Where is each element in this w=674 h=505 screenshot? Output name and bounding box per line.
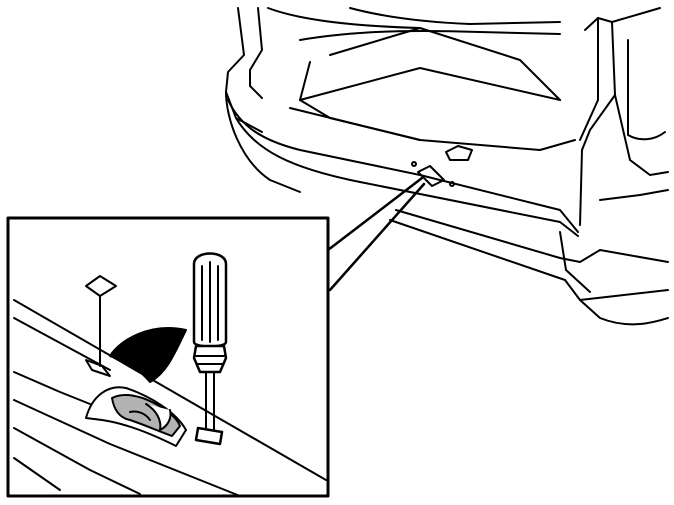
detail-inset — [6, 216, 330, 498]
bumper-upper — [225, 91, 301, 193]
screwdriver — [192, 252, 228, 431]
bumper-bottom-edge — [579, 289, 669, 301]
cargo-ceiling — [299, 29, 561, 41]
curved-arrow — [109, 327, 187, 383]
right-pillar-inner — [579, 17, 599, 141]
screwdriver-slot — [194, 426, 224, 446]
hand-grip-detail — [145, 403, 172, 431]
cover-hole-left — [85, 359, 111, 377]
cargo-floor-back — [299, 67, 561, 101]
handle-recess — [445, 145, 473, 161]
inset-sill-edge-2 — [13, 317, 111, 371]
vehicle-rear — [225, 7, 669, 326]
sill-cover-tab — [417, 165, 445, 187]
screwdriver-ferrule — [192, 344, 228, 374]
inset-sill-edge — [13, 299, 327, 481]
release-pointer-head — [85, 275, 117, 297]
right-body-side — [614, 94, 669, 176]
cargo-floor-front — [289, 107, 576, 151]
right-body-lower — [599, 189, 669, 201]
sill-top — [227, 99, 579, 233]
inset-sill-lower-2 — [13, 399, 241, 497]
screwdriver-shaft — [205, 371, 215, 431]
callout-line-upper — [326, 176, 424, 252]
bumper-corner — [559, 231, 591, 293]
bumper-base — [389, 219, 669, 326]
inset-sill-lower-1 — [13, 371, 101, 409]
callout-line-lower — [328, 182, 426, 292]
cargo-floor — [329, 27, 561, 101]
right-body-top — [611, 7, 661, 23]
right-window — [627, 39, 666, 141]
inset-sill-lower-3 — [13, 427, 141, 495]
left-pillar-inner — [249, 7, 263, 99]
roof-line — [267, 7, 421, 29]
sill-screw-hole-right — [449, 181, 455, 187]
roof-line-2 — [349, 7, 561, 25]
sill-mid — [235, 117, 579, 237]
sill-screw-hole-left — [411, 161, 417, 167]
bumper-lower — [395, 209, 669, 263]
inset-sill-lower-4 — [13, 457, 61, 491]
left-pillar — [225, 7, 263, 133]
finger-line — [129, 410, 151, 421]
callout-pointer — [326, 176, 426, 292]
